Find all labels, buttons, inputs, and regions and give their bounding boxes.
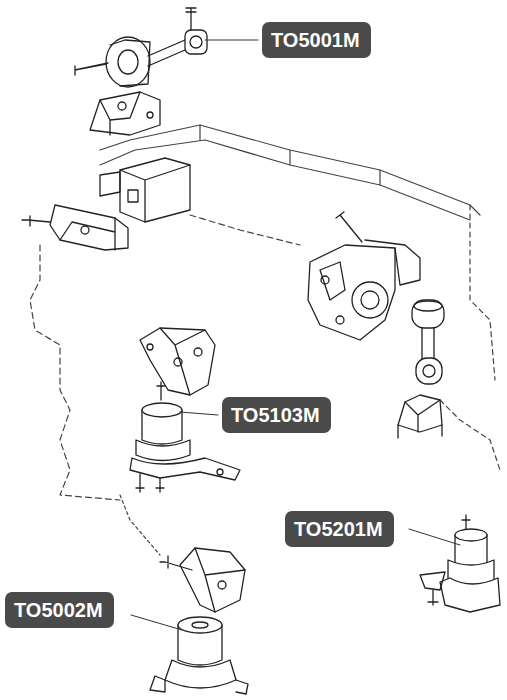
transmission-bracket	[308, 212, 420, 340]
part-number-box: TO5201M	[285, 511, 394, 547]
engine-mount	[150, 617, 248, 694]
link-bracket	[398, 395, 442, 438]
part-number: TO5001M	[271, 28, 362, 52]
mount-bracket	[100, 158, 190, 222]
part-number-box: TO5001M	[262, 22, 371, 58]
engine-outline	[30, 125, 500, 555]
torque-rod	[75, 8, 207, 87]
upper-bracket	[140, 328, 215, 395]
part-number: TO5201M	[294, 517, 385, 541]
link-rod	[412, 300, 444, 384]
transmission-mount	[420, 515, 500, 612]
part-number: TO5103M	[231, 403, 322, 427]
part-number-box: TO5103M	[222, 397, 331, 433]
part-number-box: TO5002M	[5, 592, 114, 628]
lower-bracket	[160, 548, 245, 612]
torque-rod-bracket	[90, 92, 160, 135]
side-bracket	[22, 205, 128, 250]
leader-lines	[131, 40, 460, 630]
part-number: TO5002M	[14, 598, 105, 622]
